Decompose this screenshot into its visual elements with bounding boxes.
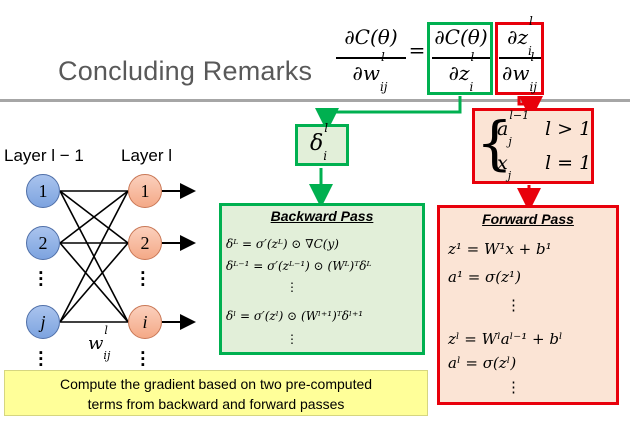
backward-ellipsis-1: ⋮ [286, 280, 298, 294]
delta-box [295, 124, 349, 166]
caption-line-1: Compute the gradient based on two pre-co… [59, 376, 373, 392]
backward-eq-1: δᴸ = σ′(zᴸ) ⊙ ∇C(y) [226, 237, 339, 251]
eq-fraction-1-numerator: ∂C(θ) [344, 25, 398, 49]
red-arrow-to-cases [517, 96, 543, 120]
right-node-2: 2 [128, 226, 162, 260]
red-term-box [495, 22, 544, 95]
eq-equals: = [408, 38, 426, 62]
right-nodes-ellipsis-bottom: ··· [140, 344, 146, 374]
eq-fraction-1-bar [336, 57, 406, 59]
forward-eq-2: a¹ = σ(z¹) [448, 268, 521, 286]
left-node-2: 2 [26, 226, 60, 260]
left-layer-label: Layer l − 1 [4, 146, 84, 165]
left-node-j: j [26, 305, 60, 339]
right-node-i: i [128, 305, 162, 339]
right-node-1: 1 [128, 174, 162, 208]
forward-ellipsis-1: ⋮ [506, 296, 521, 314]
forward-eq-3: zˡ = Wˡaˡ⁻¹ + bˡ [448, 330, 563, 348]
cases-row-2: xj l = 1 [497, 152, 592, 182]
page-title: Concluding Remarks [58, 56, 313, 86]
forward-ellipsis-2: ⋮ [506, 378, 521, 396]
green-term-box [427, 22, 493, 95]
caption-line-2: terms from backward and forward passes [87, 396, 345, 412]
left-nodes-ellipsis: ··· [38, 264, 44, 294]
forward-pass-title: Forward Pass [482, 211, 574, 227]
forward-pass-box [437, 205, 619, 405]
backward-pass-box [219, 203, 425, 355]
cases-brace: { [476, 109, 513, 177]
caption-box: Compute the gradient based on two pre-co… [4, 370, 428, 416]
left-node-1: 1 [26, 174, 60, 208]
eq-fraction-2-bar [432, 57, 490, 59]
cases-box [472, 108, 594, 184]
network-edges [59, 190, 129, 323]
eq-fraction-2-numerator: ∂C(θ) [434, 25, 488, 49]
right-layer-label: Layer l [121, 146, 173, 165]
backward-pass-title: Backward Pass [270, 208, 374, 224]
backward-eq-3: δˡ = σ′(zˡ) ⊙ (Wˡ⁺¹)ᵀδˡ⁺¹ [226, 309, 364, 323]
forward-eq-4: aˡ = σ(zˡ) [448, 354, 517, 372]
left-nodes-ellipsis-bottom: ··· [38, 344, 44, 374]
backward-eq-2: δᴸ⁻¹ = σ′(zᴸ⁻¹) ⊙ (Wᴸ)ᵀδᴸ [226, 259, 372, 273]
right-nodes-ellipsis: ··· [140, 264, 146, 294]
forward-eq-1: z¹ = W¹x + b¹ [448, 240, 552, 258]
backward-ellipsis-2: ⋮ [286, 332, 298, 346]
eq-fraction-3-bar [499, 57, 541, 59]
green-arrow-to-delta [315, 96, 462, 132]
title-divider [0, 99, 630, 102]
